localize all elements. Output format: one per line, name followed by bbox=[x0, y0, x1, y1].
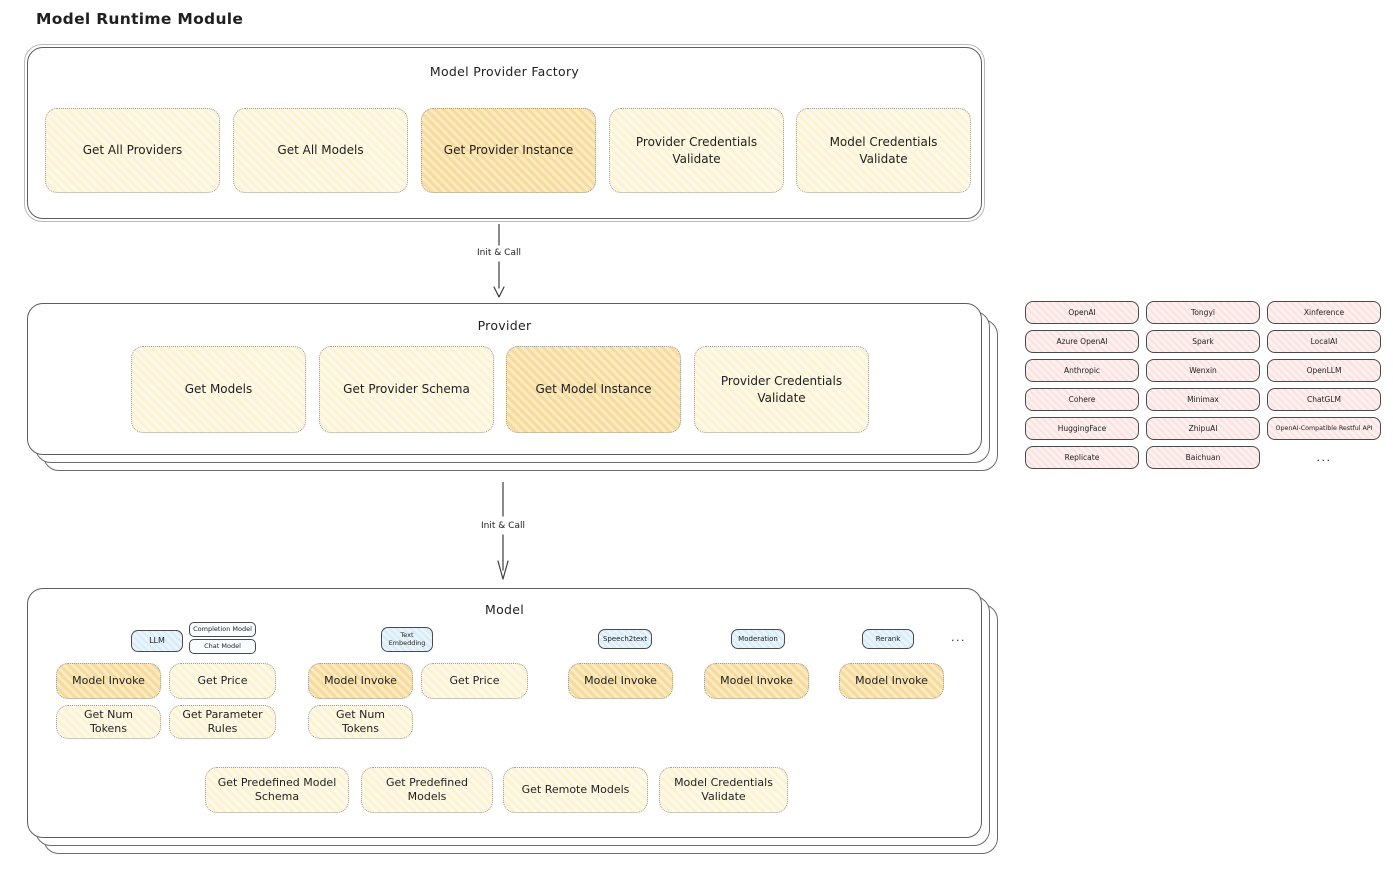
provider-pill-spark: Spark bbox=[1146, 330, 1260, 353]
arrow-label-init-call-2: Init & Call bbox=[481, 521, 525, 531]
arrow-label-init-call-1: Init & Call bbox=[477, 248, 521, 258]
node-get-num-tokens-text-embedding: Get Num Tokens bbox=[308, 705, 413, 739]
provider-pill-azure-openai: Azure OpenAI bbox=[1025, 330, 1139, 353]
node-get-predefined-models: Get Predefined Models bbox=[361, 767, 493, 813]
arrow-provider-to-model bbox=[494, 482, 512, 582]
factory-sketch-outline bbox=[24, 44, 985, 222]
provider-pill-baichuan: Baichuan bbox=[1146, 446, 1260, 469]
provider-pill-chatglm: ChatGLM bbox=[1267, 388, 1381, 411]
provider-pill-cohere: Cohere bbox=[1025, 388, 1139, 411]
tab-chat-model: Chat Model bbox=[189, 639, 256, 654]
provider-card: Provider Get Models Get Provider Schema … bbox=[27, 303, 982, 455]
node-get-provider-schema: Get Provider Schema bbox=[319, 346, 494, 433]
node-get-predefined-model-schema: Get Predefined Model Schema bbox=[205, 767, 349, 813]
node-get-price-llm: Get Price bbox=[169, 663, 276, 699]
provider-pill-xinference: Xinference bbox=[1267, 301, 1381, 324]
node-provider-credentials-validate-2: Provider Credentials Validate bbox=[694, 346, 869, 433]
node-get-remote-models: Get Remote Models bbox=[503, 767, 648, 813]
provider-pill-replicate: Replicate bbox=[1025, 446, 1139, 469]
provider-pill-openai: OpenAI bbox=[1025, 301, 1139, 324]
provider-pill-tongyi: Tongyi bbox=[1146, 301, 1260, 324]
node-model-credentials-validate: Model Credentials Validate bbox=[796, 108, 971, 193]
node-provider-credentials-validate: Provider Credentials Validate bbox=[609, 108, 784, 193]
tab-moderation: Moderation bbox=[731, 629, 785, 649]
tab-llm: LLM bbox=[131, 630, 183, 652]
node-model-invoke-speech2text: Model Invoke bbox=[568, 663, 673, 699]
node-get-num-tokens-llm: Get Num Tokens bbox=[56, 705, 161, 739]
node-get-models: Get Models bbox=[131, 346, 306, 433]
provider-pill-localai: LocalAI bbox=[1267, 330, 1381, 353]
node-get-provider-instance: Get Provider Instance bbox=[421, 108, 596, 193]
provider-pill-anthropic: Anthropic bbox=[1025, 359, 1139, 382]
provider-pill-zhipuai: ZhipuAI bbox=[1146, 417, 1260, 440]
model-title: Model bbox=[484, 602, 525, 617]
factory-title: Model Provider Factory bbox=[429, 64, 580, 79]
arrow-factory-to-provider bbox=[490, 224, 508, 300]
provider-pill-wenxin: Wenxin bbox=[1146, 359, 1260, 382]
node-get-all-models: Get All Models bbox=[233, 108, 408, 193]
node-get-model-instance: Get Model Instance bbox=[506, 346, 681, 433]
node-get-parameter-rules: Get Parameter Rules bbox=[169, 705, 276, 739]
provider-grid-ellipsis: ... bbox=[1316, 451, 1332, 464]
node-get-price-text-embedding: Get Price bbox=[421, 663, 528, 699]
provider-title: Provider bbox=[477, 318, 532, 333]
provider-pill-huggingface: HuggingFace bbox=[1025, 417, 1139, 440]
provider-pill-openai-compatible: OpenAI-Compatible Restful API bbox=[1267, 417, 1381, 440]
node-model-invoke-text-embedding: Model Invoke bbox=[308, 663, 413, 699]
tab-completion-model: Completion Model bbox=[189, 622, 256, 637]
diagram-title: Model Runtime Module bbox=[36, 10, 244, 28]
node-model-invoke-rerank: Model Invoke bbox=[839, 663, 944, 699]
factory-card: Model Provider Factory Get All Providers… bbox=[27, 47, 982, 219]
node-model-credentials-validate-2: Model Credentials Validate bbox=[659, 767, 788, 813]
provider-pill-openllm: OpenLLM bbox=[1267, 359, 1381, 382]
model-tabs-ellipsis: ... bbox=[951, 631, 966, 644]
node-get-all-providers: Get All Providers bbox=[45, 108, 220, 193]
node-model-invoke-moderation: Model Invoke bbox=[704, 663, 809, 699]
tab-rerank: Rerank bbox=[862, 629, 914, 649]
provider-name-grid: OpenAI Tongyi Xinference Azure OpenAI Sp… bbox=[1025, 301, 1381, 469]
tab-speech2text: Speech2text bbox=[598, 629, 652, 649]
model-card: Model LLM Completion Model Chat Model Te… bbox=[27, 588, 982, 838]
tab-text-embedding: Text Embedding bbox=[381, 627, 433, 652]
node-model-invoke-llm: Model Invoke bbox=[56, 663, 161, 699]
provider-pill-minimax: Minimax bbox=[1146, 388, 1260, 411]
